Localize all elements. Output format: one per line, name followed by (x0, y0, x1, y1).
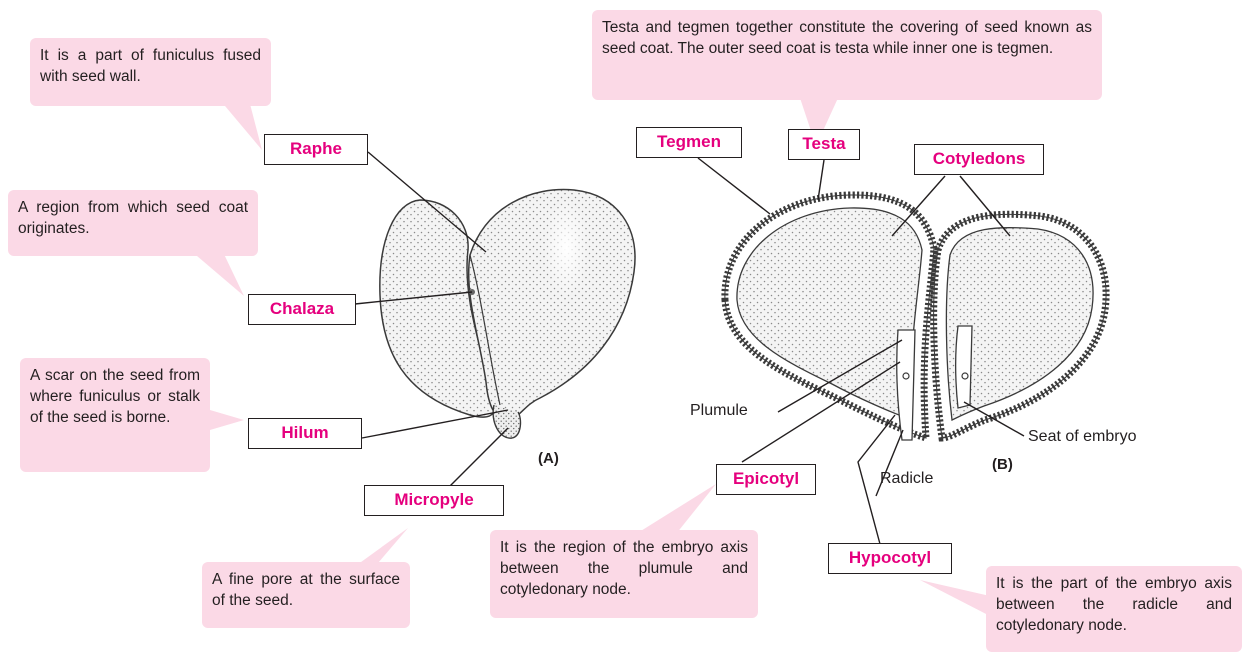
tegmen-label: Tegmen (636, 127, 742, 158)
raphe-description: It is a part of funiculus fused with see… (30, 38, 271, 106)
seed-a-illustration (380, 185, 635, 438)
epicotyl-callout-tail (636, 484, 716, 534)
epicotyl-description: It is the region of the embryo axis betw… (490, 530, 758, 618)
micropyle-description: A fine pore at the surface of the seed. (202, 562, 410, 628)
seed-b-illustration (725, 195, 1106, 440)
testa-label: Testa (788, 129, 860, 160)
testa-leader (818, 160, 824, 200)
hilum-label: Hilum (248, 418, 362, 449)
hypocotyl-label: Hypocotyl (828, 543, 952, 574)
cotyledons-label: Cotyledons (914, 144, 1044, 175)
hilum-description: A scar on the seed from where funiculus … (20, 358, 210, 472)
chalaza-description: A region from which seed coat originates… (8, 190, 258, 256)
tegmen-leader (698, 158, 770, 214)
micropyle-leader (450, 428, 508, 486)
epicotyl-label: Epicotyl (716, 464, 816, 495)
hilum-leader (362, 410, 508, 438)
radicle-label: Radicle (880, 470, 933, 488)
raphe-label: Raphe (264, 134, 368, 165)
chalaza-label: Chalaza (248, 294, 356, 325)
micropyle-label: Micropyle (364, 485, 504, 516)
hilum-callout-tail (210, 410, 244, 430)
seed-coat-description: Testa and tegmen together constitute the… (592, 10, 1102, 100)
figure-a-label: (A) (538, 450, 559, 467)
hypocotyl-callout-tail (920, 580, 990, 616)
raphe-callout-tail (220, 100, 262, 150)
figure-b-label: (B) (992, 456, 1013, 473)
chalaza-callout-tail (190, 250, 244, 296)
hypocotyl-description: It is the part of the embryo axis betwee… (986, 566, 1242, 652)
plumule-label: Plumule (690, 402, 748, 420)
seat-of-embryo-label: Seat of embryo (1028, 428, 1137, 446)
